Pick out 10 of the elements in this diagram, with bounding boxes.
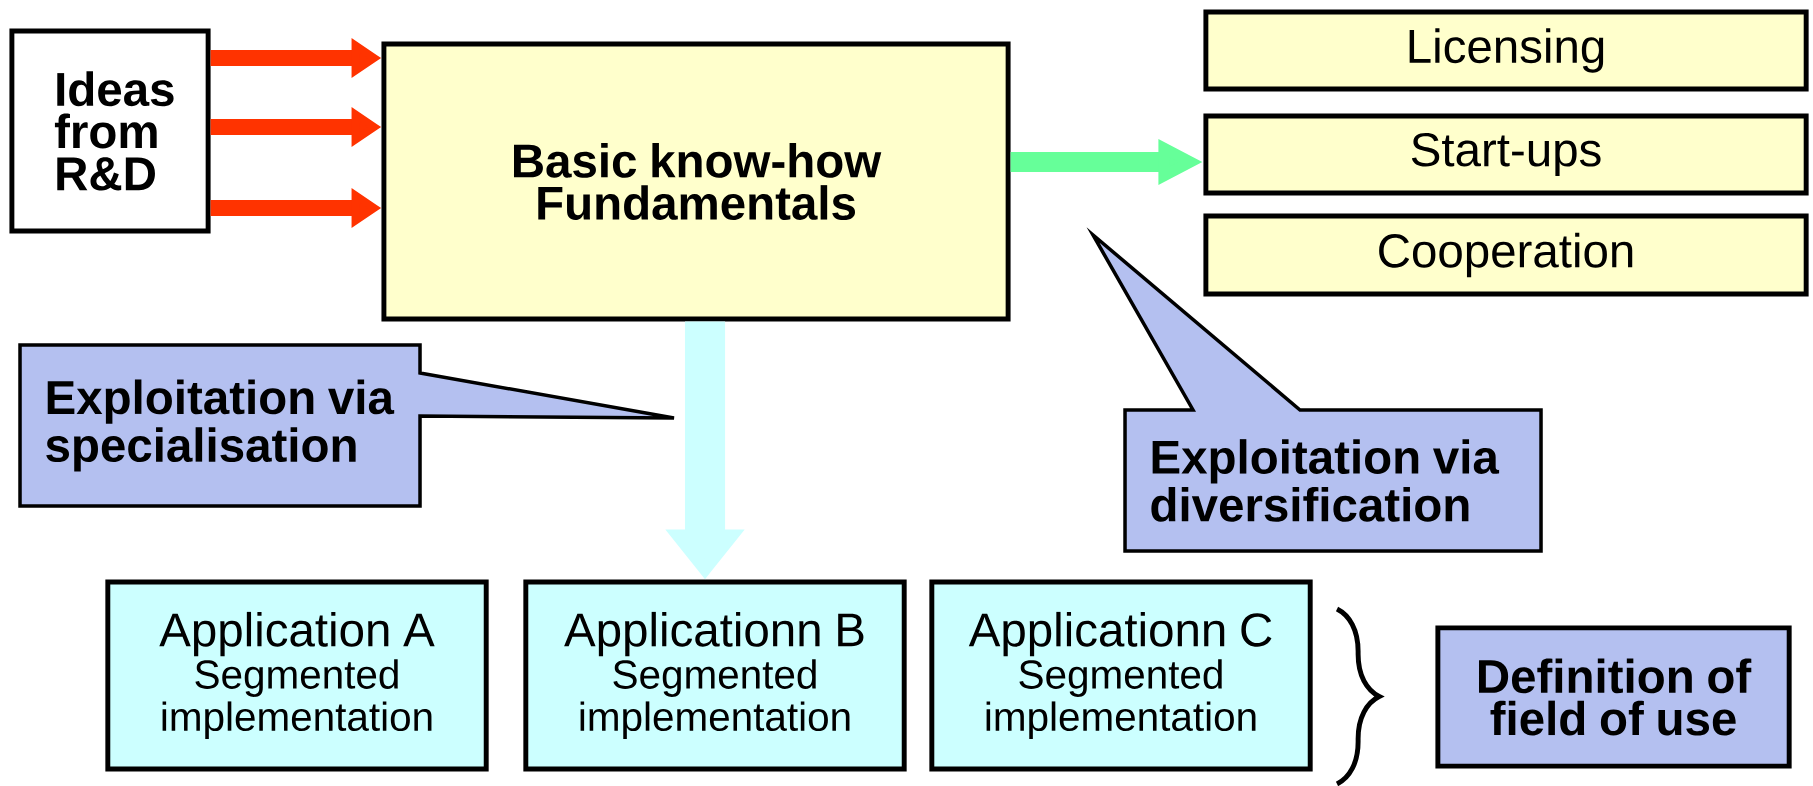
definition-box: Definition of field of use xyxy=(1435,625,1792,769)
text-box: Ideas from R&D xyxy=(9,28,211,234)
option-box: Licensing xyxy=(1203,9,1809,92)
process-box: Basic know-how Fundamentals xyxy=(381,41,1011,322)
option-box: Start-ups xyxy=(1203,113,1809,196)
callout: Exploitation via specialisation xyxy=(18,343,676,508)
application-box: Application A Segmented implementation xyxy=(105,579,489,772)
option-box: Cooperation xyxy=(1203,213,1809,297)
application-box: Applicationn C Segmented implementation xyxy=(929,579,1313,772)
application-box: Applicationn B Segmented implementation xyxy=(523,579,907,772)
